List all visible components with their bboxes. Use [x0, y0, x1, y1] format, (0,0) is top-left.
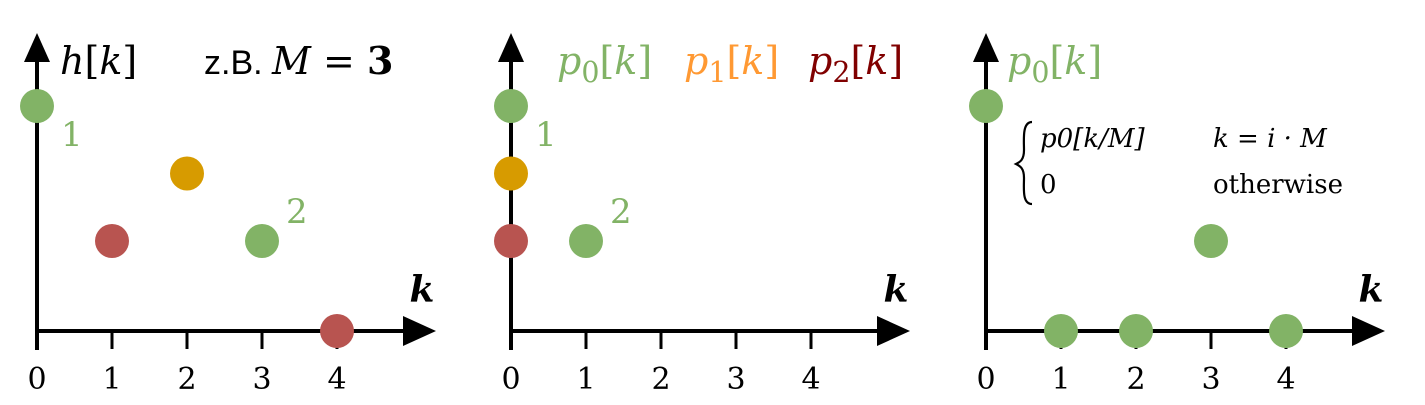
function-label-part: ]: [1087, 39, 1102, 83]
function-label-part: ]: [122, 39, 137, 83]
x-tick-label: 2: [651, 362, 670, 397]
x-tick-label: 1: [576, 362, 595, 397]
sample-point: [1269, 314, 1303, 348]
function-label-part: ]: [888, 39, 903, 83]
function-label-part: ]: [764, 39, 779, 83]
x-axis-label: k: [410, 269, 435, 311]
x-tick-label: 2: [1126, 362, 1145, 397]
x-tick-label: 1: [102, 362, 121, 397]
case-condition: otherwise: [1213, 170, 1343, 200]
function-label-part: [: [850, 39, 865, 83]
sample-point: [170, 156, 204, 191]
x-tick-label: 3: [726, 362, 745, 397]
x-tick-label: 2: [177, 362, 196, 397]
x-tick-label: 4: [1276, 362, 1295, 397]
function-label: h[k]: [60, 39, 137, 83]
x-axis-label: k: [1359, 269, 1384, 311]
sample-point: [969, 89, 1003, 123]
x-tick-label: 0: [976, 362, 995, 397]
x-tick-label: 4: [801, 362, 820, 397]
case-expression: p0[k/M]: [1040, 124, 1145, 154]
sample-point: [95, 224, 129, 258]
x-axis-arrow-icon: [877, 316, 910, 346]
sample-point: [494, 224, 528, 258]
function-label: p2[k]: [808, 39, 903, 89]
sample-point: [1044, 314, 1078, 348]
annotation: z.B. M = 3: [204, 38, 393, 83]
function-label-part: k: [99, 39, 122, 83]
function-label-part: ]: [637, 39, 652, 83]
sample-point: [245, 224, 279, 258]
x-axis-arrow-icon: [1352, 316, 1385, 346]
function-label-part: [: [1049, 39, 1064, 83]
sample-point: [1119, 314, 1153, 348]
x-tick-label: 4: [327, 362, 346, 397]
sample-point: [494, 89, 528, 123]
function-label-part: k: [614, 39, 637, 83]
y-axis-arrow-icon: [973, 33, 999, 62]
x-tick-label: 3: [1201, 362, 1220, 397]
y-axis-arrow-icon: [498, 33, 524, 62]
sample-point: [494, 156, 528, 191]
x-tick-label: 3: [252, 362, 271, 397]
function-label-part: [: [726, 39, 741, 83]
function-label-part: p: [557, 39, 581, 83]
function-label-part: 2: [832, 56, 850, 89]
sample-point: [569, 224, 603, 258]
sample-point: [1194, 224, 1228, 258]
function-label-part: 0: [581, 56, 599, 89]
piecewise-definition: p0[k/M] k = i · M 0 otherwise: [1013, 120, 1343, 206]
function-label-part: p: [808, 39, 832, 83]
function-label: p0[k]: [557, 39, 652, 89]
function-label: p1[k]: [684, 39, 779, 89]
x-tick-label: 0: [27, 362, 46, 397]
function-label-part: 1: [708, 56, 726, 89]
function-label-part: k: [1064, 39, 1087, 83]
point-value-label: 1: [61, 115, 83, 155]
left-brace-icon: [1013, 120, 1033, 206]
point-value-label: 2: [610, 192, 632, 232]
x-axis-label: k: [884, 269, 909, 311]
x-axis-arrow-icon: [403, 316, 436, 346]
point-value-label: 1: [535, 115, 557, 155]
annotation-prefix: z.B.: [204, 44, 272, 82]
x-tick-label: 1: [1051, 362, 1070, 397]
y-axis-arrow-icon: [24, 33, 50, 62]
function-label-part: [: [84, 39, 99, 83]
function-label-part: 0: [1031, 56, 1049, 89]
annotation-var: M: [271, 39, 312, 83]
function-label-part: [: [599, 39, 614, 83]
annotation-value: 3: [367, 38, 393, 83]
x-tick-label: 0: [501, 362, 520, 397]
sample-point: [20, 89, 54, 123]
function-label: p0[k]: [1007, 39, 1102, 89]
annotation-eq: =: [311, 39, 367, 83]
function-label-part: k: [865, 39, 888, 83]
function-label-part: p: [684, 39, 708, 83]
sample-point: [320, 314, 354, 348]
case-expression: 0: [1040, 170, 1057, 200]
function-label-part: k: [741, 39, 764, 83]
function-label-part: p: [1007, 39, 1031, 83]
function-label-part: h: [60, 39, 84, 83]
case-condition: k = i · M: [1213, 124, 1328, 154]
point-value-label: 2: [286, 192, 308, 232]
